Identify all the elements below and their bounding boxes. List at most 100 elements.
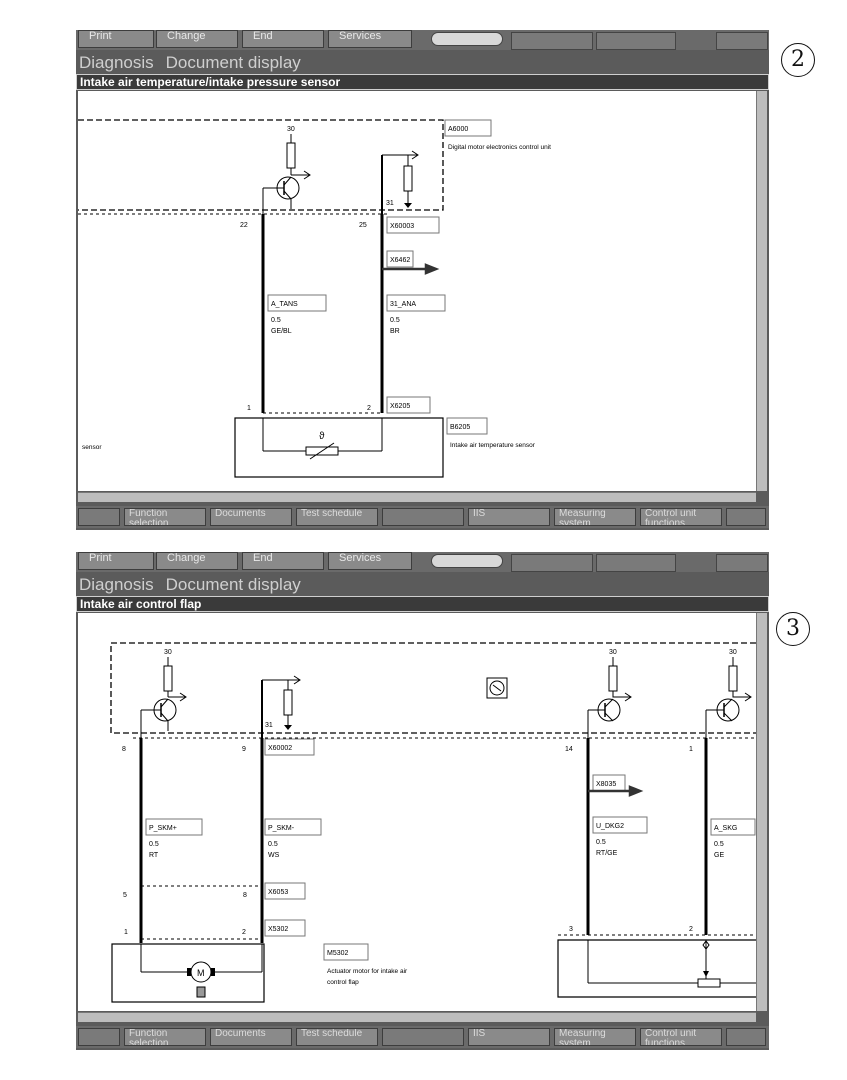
connection-icon[interactable] [511,32,593,50]
temperature-symbol: ϑ [319,431,325,442]
unit-name-label: Digital motor electronics control unit [448,144,551,151]
back-arrow-icon[interactable] [78,1028,120,1046]
mid-pin-5: 5 [123,892,127,899]
page-number-2: 2 [781,43,815,77]
status-pill [431,32,503,46]
breadcrumb-document-display[interactable]: Document display [165,53,301,72]
bottom-toolbar: Function selection Documents Test schedu… [76,506,769,528]
connection-icon[interactable] [511,554,593,572]
breadcrumb-diagnosis[interactable]: Diagnosis [79,575,154,594]
page-title: Intake air control flap [76,596,769,612]
supply-30-c: 30 [729,649,737,656]
iis-button[interactable]: IIS [468,508,550,526]
forward-arrow-icon[interactable] [726,1028,766,1046]
function-selection-button[interactable]: Function selection [124,508,206,526]
control-unit-functions-button[interactable]: Control unit functions [640,508,722,526]
right-pin-3: 3 [569,926,573,933]
splice-x6462-label: X6462 [390,257,410,264]
help-icon[interactable] [716,32,768,50]
back-arrow-icon[interactable] [78,508,120,526]
documents-button[interactable]: Documents [210,1028,292,1046]
wire-c-color: RT/GE [596,850,618,857]
pin-1-label: 1 [689,746,693,753]
pin-9-label: 9 [242,746,246,753]
pin-14-label: 14 [565,746,573,753]
sensor-pin-1: 1 [247,405,251,412]
wire-d-color: GE [714,852,724,859]
vertical-scrollbar[interactable] [756,613,767,1011]
motor-id-label: M5302 [327,950,349,957]
left-right-arrows-icon[interactable] [382,508,464,526]
unit-id-label: A6000 [448,126,468,133]
function-selection-button[interactable]: Function selection [124,1028,206,1046]
wiring-diagram-area: 30 31 30 [78,613,756,1011]
left-right-arrows-icon[interactable] [382,1028,464,1046]
pin-8-label: 8 [122,746,126,753]
top-toolbar: Print Change End Services [76,30,769,50]
splice-x8035-label: X8035 [596,781,616,788]
wiring-diagram-area: 30 31 A6000 Digital motor el [78,91,756,491]
wire-right-color: BR [390,328,400,335]
pin-25-label: 25 [359,222,367,229]
wire-31-ana-label: 31_ANA [390,301,416,308]
supply-30-b: 30 [609,649,617,656]
documents-button[interactable]: Documents [210,508,292,526]
wire-d-size: 0.5 [714,841,724,848]
wire-a-size: 0.5 [149,841,159,848]
horizontal-scrollbar[interactable] [78,492,756,502]
sensor-name-label: Intake air temperature sensor [450,442,536,449]
wire-b-size: 0.5 [268,841,278,848]
breadcrumb-diagnosis[interactable]: Diagnosis [79,53,154,72]
breadcrumb: Diagnosis Document display [76,574,769,596]
bottom-toolbar: Function selection Documents Test schedu… [76,1026,769,1048]
wire-b-color: WS [268,852,280,859]
supply-30-label: 30 [287,126,295,133]
wire-a-tans-label: A_TANS [271,301,298,308]
end-button[interactable]: End [242,552,324,570]
measuring-system-button[interactable]: Measuring system [554,1028,636,1046]
forward-arrow-icon[interactable] [726,508,766,526]
connector-x6205-label: X6205 [390,403,410,410]
vertical-scrollbar[interactable] [756,91,767,491]
top-toolbar: Print Change End Services [76,552,769,572]
motor-pin-1: 1 [124,929,128,936]
iis-button[interactable]: IIS [468,1028,550,1046]
pin-22-label: 22 [240,222,248,229]
supply-30-a: 30 [164,649,172,656]
test-schedule-button[interactable]: Test schedule [296,508,378,526]
wiring-diagram: 30 31 A6000 Digital motor el [78,119,551,478]
sensor-pin-2: 2 [367,405,371,412]
breadcrumb: Diagnosis Document display [76,52,769,74]
page-title: Intake air temperature/intake pressure s… [76,74,769,90]
end-button[interactable]: End [242,30,324,48]
page-number-3: 3 [776,612,810,646]
wire-p-skm-plus-label: P_SKM+ [149,825,177,832]
services-button[interactable]: Services [328,30,412,48]
wire-u-dkg2-label: U_DKG2 [596,823,624,830]
print-button[interactable]: Print [78,552,154,570]
mid-pin-8: 8 [243,892,247,899]
ground-31-label: 31 [386,200,394,207]
right-pin-2: 2 [689,926,693,933]
change-button[interactable]: Change [156,552,238,570]
wire-left-color: GE/BL [271,328,292,335]
wire-c-size: 0.5 [596,839,606,846]
measuring-system-button[interactable]: Measuring system [554,508,636,526]
wire-a-skg-label: A_SKG [714,825,737,832]
sensor-id-label: B6205 [450,424,470,431]
help-icon[interactable] [716,554,768,572]
display-mode-icon[interactable] [596,32,676,50]
connector-x5302-label: X5302 [268,926,288,933]
breadcrumb-document-display[interactable]: Document display [165,575,301,594]
ground-31-label: 31 [265,722,273,729]
wire-left-size: 0.5 [271,317,281,324]
test-schedule-button[interactable]: Test schedule [296,1028,378,1046]
control-unit-functions-button[interactable]: Control unit functions [640,1028,722,1046]
horizontal-scrollbar[interactable] [78,1012,756,1022]
display-mode-icon[interactable] [596,554,676,572]
print-button[interactable]: Print [78,30,154,48]
motor-name-line-2: control flap [327,979,359,986]
change-button[interactable]: Change [156,30,238,48]
services-button[interactable]: Services [328,552,412,570]
